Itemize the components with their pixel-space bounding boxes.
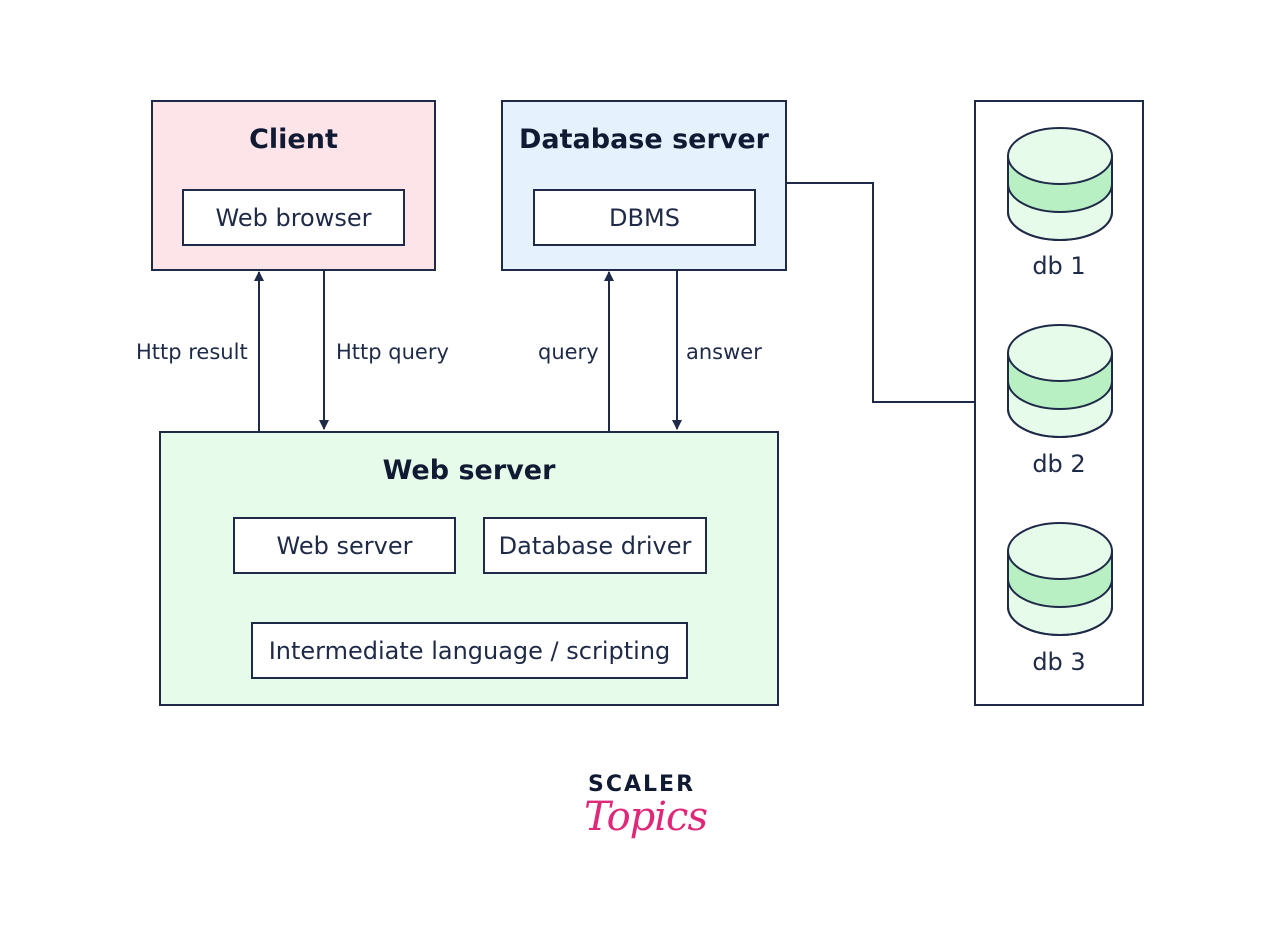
database-icon-3 xyxy=(1007,522,1113,636)
db-3-label: db 3 xyxy=(1032,648,1086,676)
database-driver-box: Database driver xyxy=(483,517,707,574)
web-server-box: Web server Web server Database driver In… xyxy=(159,431,779,706)
web-server-component-box: Web server xyxy=(233,517,456,574)
client-box: Client Web browser xyxy=(151,100,436,271)
web-browser-box: Web browser xyxy=(182,189,405,246)
http-result-label: Http result xyxy=(136,340,248,364)
database-server-title: Database server xyxy=(518,124,769,155)
web-server-title: Web server xyxy=(382,455,556,486)
client-title: Client xyxy=(249,124,338,155)
db-1-label: db 1 xyxy=(1032,252,1086,280)
http-query-label: Http query xyxy=(336,340,449,364)
dbms-box: DBMS xyxy=(533,189,756,246)
query-label: query xyxy=(538,340,599,364)
scaler-logo-text: SCALER xyxy=(588,772,696,797)
answer-label: answer xyxy=(686,340,762,364)
db-2-label: db 2 xyxy=(1032,450,1086,478)
database-icon-1 xyxy=(1007,127,1113,241)
topics-logo-text: Topics xyxy=(584,794,708,840)
storage-connector xyxy=(786,182,975,403)
database-icon-2 xyxy=(1007,324,1113,438)
intermediate-language-box: Intermediate language / scripting xyxy=(251,622,688,679)
database-server-box: Database server DBMS xyxy=(501,100,787,271)
